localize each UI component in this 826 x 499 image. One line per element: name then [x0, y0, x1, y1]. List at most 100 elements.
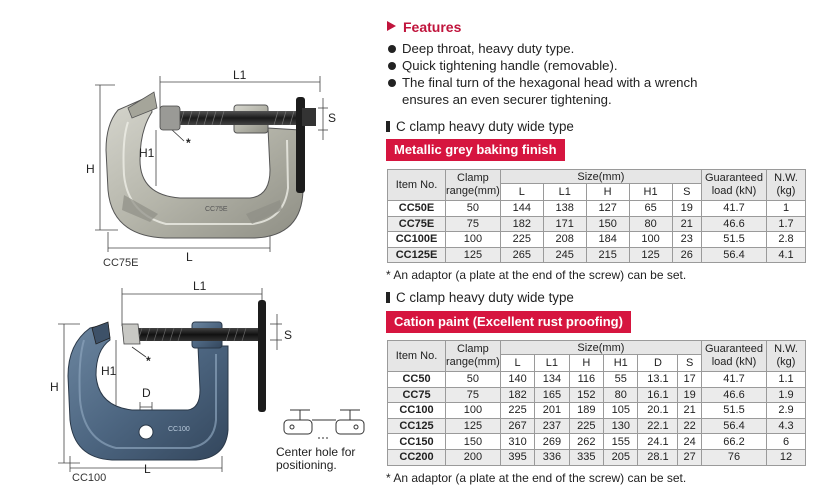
th-load-1: Guaranteed: [704, 343, 764, 355]
cell: 41.7: [701, 200, 767, 217]
cell: 262: [568, 433, 605, 450]
cell: 165: [534, 386, 570, 404]
square-icon: [386, 121, 390, 132]
th-size: Size(mm): [499, 168, 703, 185]
section1-finish-badge: Metallic grey baking finish: [386, 139, 565, 161]
cell: 267: [499, 417, 536, 435]
section2-heading-text: C clamp heavy duty wide type: [396, 290, 574, 305]
th-size-col: L1: [542, 183, 587, 201]
cell: 76: [701, 448, 767, 466]
star-marker-bottom: *: [146, 354, 151, 368]
dim-label-h1-bottom: H1: [101, 364, 117, 378]
cell: 150: [445, 433, 501, 450]
table-row: CC75E 75 182 171 150 80 21 46.6 1.7: [387, 215, 806, 233]
cell: 189: [568, 402, 605, 419]
dim-label-s-bottom: S: [284, 328, 293, 342]
cell: 155: [603, 433, 639, 450]
features-title: Features: [387, 19, 461, 35]
cell: 27: [677, 448, 702, 466]
th-clamp-range-1: Clamp: [457, 172, 489, 184]
triangle-icon: [387, 21, 396, 31]
cell: 182: [499, 215, 544, 233]
cell: 65: [628, 200, 673, 217]
cell: 19: [677, 386, 702, 404]
body-stamp-cc100: CC100: [168, 426, 190, 433]
cell: 237: [534, 417, 570, 435]
body-stamp-cc75e: CC75E: [205, 206, 228, 213]
table-row: CC100E 100 225 208 184 100 23 51.5 2.8: [387, 231, 806, 248]
cell-item: CC100: [387, 402, 446, 419]
dim-label-h-bottom: H: [50, 380, 59, 394]
cell: 13.1: [637, 371, 679, 388]
th-load: Guaranteed load (kN): [701, 169, 767, 201]
th-nw: N.W. (kg): [766, 340, 806, 372]
section1-note-text: An adaptor (a plate at the end of the sc…: [393, 268, 687, 282]
cell: 127: [585, 200, 630, 217]
th-load-1: Guaranteed: [704, 172, 764, 184]
th-size: Size(mm): [499, 339, 703, 356]
cell: 245: [542, 246, 587, 264]
th-size-col: D: [637, 354, 679, 372]
section2-note-text: An adaptor (a plate at the end of the sc…: [393, 471, 687, 485]
center-hole-note-line1: Center hole for: [276, 445, 356, 459]
dim-label-d-bottom: D: [142, 386, 151, 400]
note-marker: *: [386, 268, 391, 282]
cell: 225: [499, 231, 544, 248]
clamp-diagram-grey: [95, 76, 328, 252]
cell: 4.3: [766, 417, 806, 435]
cell: 105: [603, 402, 639, 419]
cell-item: CC100E: [387, 231, 446, 248]
cell: 56.4: [701, 417, 767, 435]
cell: 56.4: [701, 246, 767, 264]
diagram-caption-cc75e: CC75E: [103, 257, 139, 269]
th-size-col: L: [499, 183, 544, 201]
cell: 12: [766, 448, 806, 466]
section1-heading: C clamp heavy duty wide type: [386, 119, 574, 134]
cell: 24.1: [637, 433, 679, 450]
cell: 23: [671, 231, 703, 248]
cell-item: CC125: [387, 417, 446, 435]
dim-label-h-top: H: [86, 162, 95, 176]
section1-heading-text: C clamp heavy duty wide type: [396, 119, 574, 134]
cell: 225: [499, 402, 536, 419]
cell: 125: [628, 246, 673, 264]
th-size-col: H1: [628, 183, 673, 201]
cell: 100: [445, 402, 501, 419]
cell-item: CC75E: [387, 215, 446, 233]
cell: 310: [499, 433, 536, 450]
cell: 225: [568, 417, 605, 435]
table-row: CC50E 50 144 138 127 65 19 41.7 1: [387, 200, 806, 217]
cell: 46.6: [701, 386, 767, 404]
cell: 80: [628, 215, 673, 233]
cell: 6: [766, 433, 806, 450]
features-list: Deep throat, heavy duty type. Quick tigh…: [388, 40, 808, 108]
cell: 28.1: [637, 448, 679, 466]
cell: 16.1: [637, 386, 679, 404]
th-nw-2: (kg): [776, 185, 796, 197]
th-nw-2: (kg): [776, 356, 796, 368]
th-clamp-range: Clamp range(mm): [445, 169, 501, 201]
cell: 17: [677, 371, 702, 388]
cell: 205: [603, 448, 639, 466]
center-hole-note: Center hole for positioning.: [276, 446, 355, 472]
feature-item: Deep throat, heavy duty type.: [388, 40, 808, 57]
cell: 138: [542, 200, 587, 217]
cell: 100: [445, 231, 501, 248]
cell: 335: [568, 448, 605, 466]
cell: 201: [534, 402, 570, 419]
th-item: Item No.: [387, 340, 446, 372]
cell: 134: [534, 371, 570, 388]
cell-item: CC75: [387, 386, 446, 404]
th-item: Item No.: [387, 169, 446, 201]
dim-label-l-top: L: [186, 250, 193, 264]
th-load: Guaranteed load (kN): [701, 340, 767, 372]
th-size-col: H: [568, 354, 605, 372]
th-size-col: S: [671, 183, 703, 201]
spec-table-grey: Item No. Clamp range(mm) Size(mm) Guaran…: [387, 168, 806, 264]
feature-text: The final turn of the hexagonal head wit…: [402, 75, 698, 90]
table-row: CC50 50 140 134 116 55 13.1 17 41.7 1.1: [387, 371, 806, 388]
cell: 22.1: [637, 417, 679, 435]
features-title-text: Features: [403, 19, 462, 35]
cell: 215: [585, 246, 630, 264]
cell: 144: [499, 200, 544, 217]
